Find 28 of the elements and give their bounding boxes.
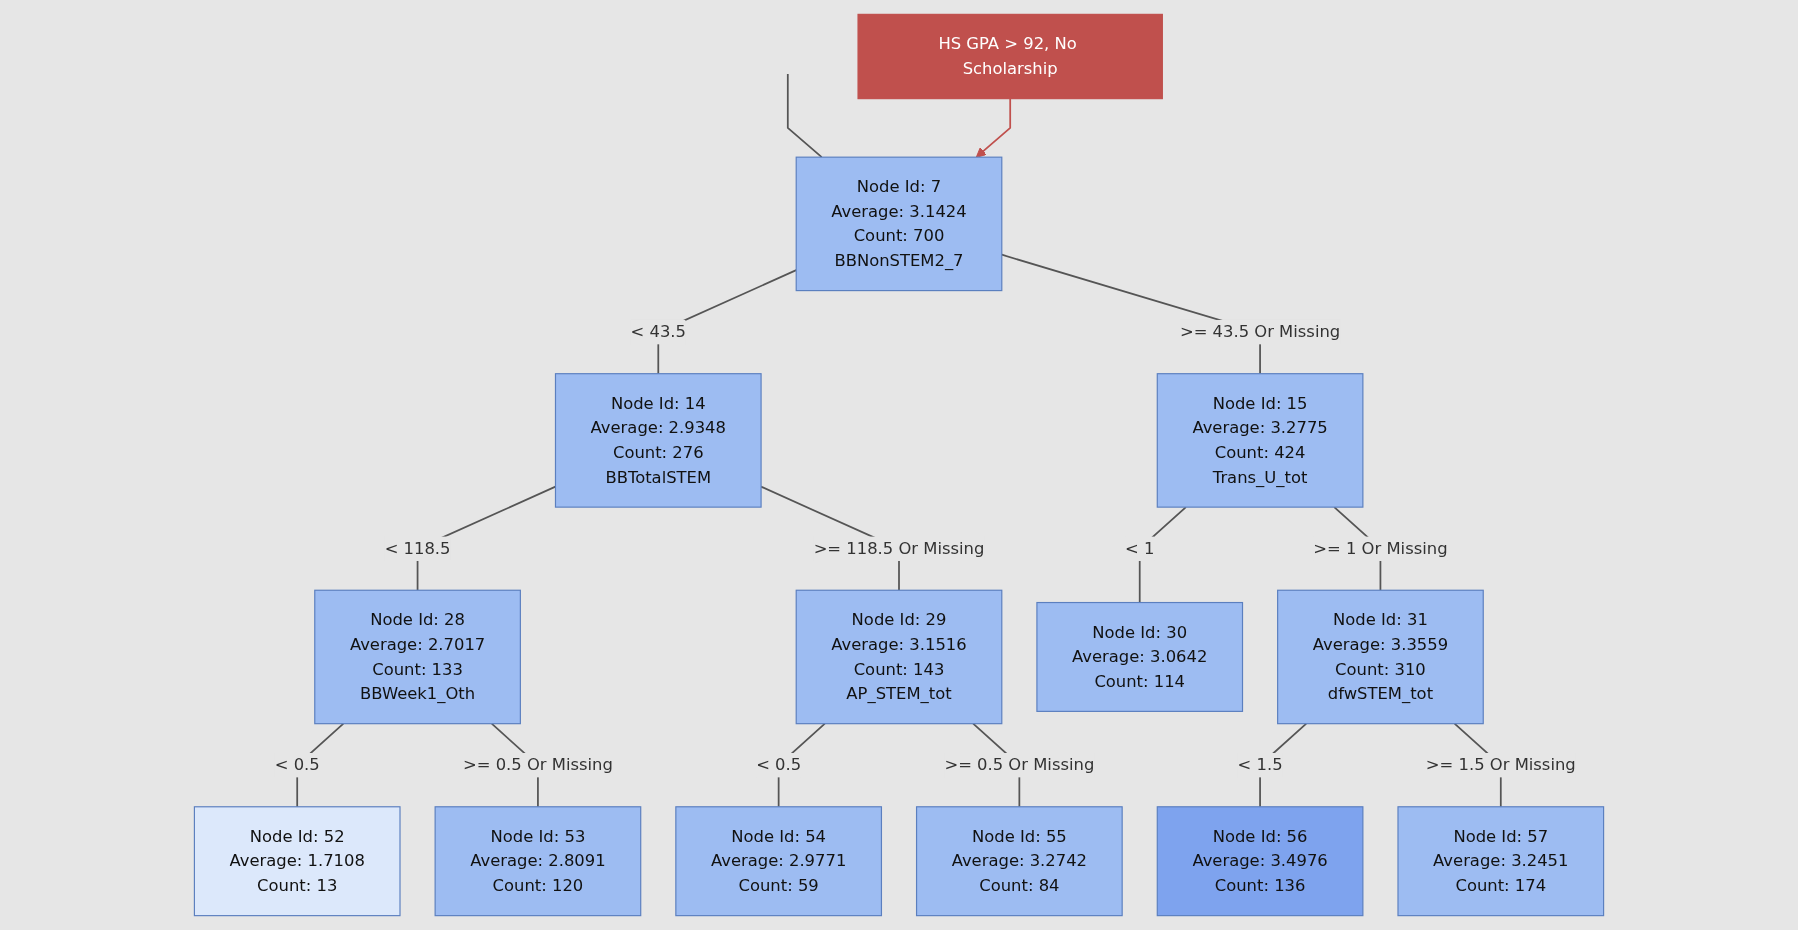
node-box: Node Id: 52 Average: 1.7108 Count: 13: [193, 806, 401, 917]
node-box: Node Id: 57 Average: 3.2451 Count: 174: [1397, 806, 1605, 917]
node-box: Node Id: 14 Average: 2.9348 Count: 276 BBTotalSTEM: [554, 373, 762, 508]
edge-label: >= 118.5 Or Missing: [813, 538, 985, 558]
edge-label: >= 43.5 Or Missing: [1179, 322, 1341, 341]
arrow: [975, 97, 1012, 158]
node-box: Node Id: 29 Average: 3.1516 Count: 143 AP_STEM_tot: [795, 589, 1003, 725]
node-box: Node Id: 53 Average: 2.8091 Count: 120: [434, 806, 642, 917]
edge-label: >= 0.5 Or Missing: [944, 755, 1095, 775]
node-box: Node Id: 54 Average: 2.9771 Count: 59: [675, 806, 883, 917]
edge-label: < 1.5: [1237, 755, 1283, 775]
edge-label: < 0.5: [756, 755, 802, 775]
node-box: Node Id: 55 Average: 3.2742 Count: 84: [915, 806, 1123, 917]
connector: [786, 73, 823, 159]
node-box: Node Id: 56 Average: 3.4976 Count: 136: [1156, 806, 1364, 917]
edge-label: < 118.5: [384, 538, 451, 558]
edge-label: >= 0.5 Or Missing: [462, 755, 613, 775]
edge-label: >= 1.5 Or Missing: [1425, 755, 1576, 775]
node-box: Node Id: 7 Average: 3.1424 Count: 700 BBNonSTEM2_7: [795, 156, 1003, 292]
node-box: Node Id: 31 Average: 3.3559 Count: 310 dfwSTEM_tot: [1277, 589, 1484, 725]
edge-label: < 43.5: [630, 322, 686, 341]
edge-label: >= 1 Or Missing: [1313, 538, 1448, 558]
node-box: Node Id: 15 Average: 3.2775 Count: 424 Trans_U_tot: [1156, 373, 1364, 508]
node-box: HS GPA > 92, No Scholarship: [857, 13, 1163, 100]
edge-label: < 1: [1125, 538, 1155, 558]
node-box: Node Id: 28 Average: 2.7017 Count: 133 BBWeek1_Oth: [314, 589, 521, 725]
node-box: Node Id: 30 Average: 3.0642 Count: 114: [1036, 601, 1244, 712]
edge-label: < 0.5: [274, 755, 320, 775]
